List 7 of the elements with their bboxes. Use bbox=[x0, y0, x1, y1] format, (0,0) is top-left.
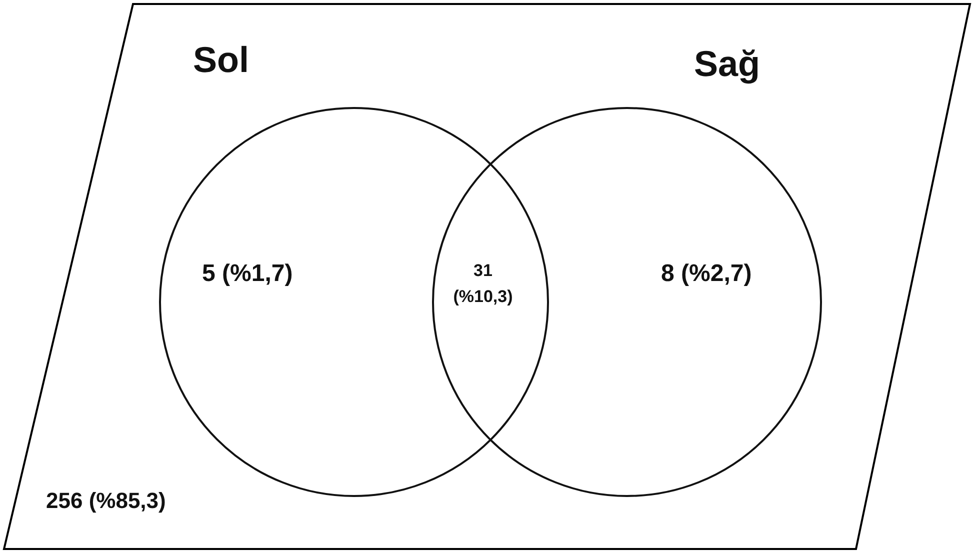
count-label: 256 (%85,3) bbox=[46, 488, 166, 514]
set-title: Sol bbox=[193, 39, 250, 81]
count-label: 8 (%2,7) bbox=[661, 260, 752, 288]
universal-set-frame bbox=[4, 4, 970, 549]
count-label: 5 (%1,7) bbox=[202, 260, 293, 288]
set-title: Sağ bbox=[694, 43, 760, 85]
intersection-count-label: 31 (%10,3) bbox=[452, 260, 514, 308]
